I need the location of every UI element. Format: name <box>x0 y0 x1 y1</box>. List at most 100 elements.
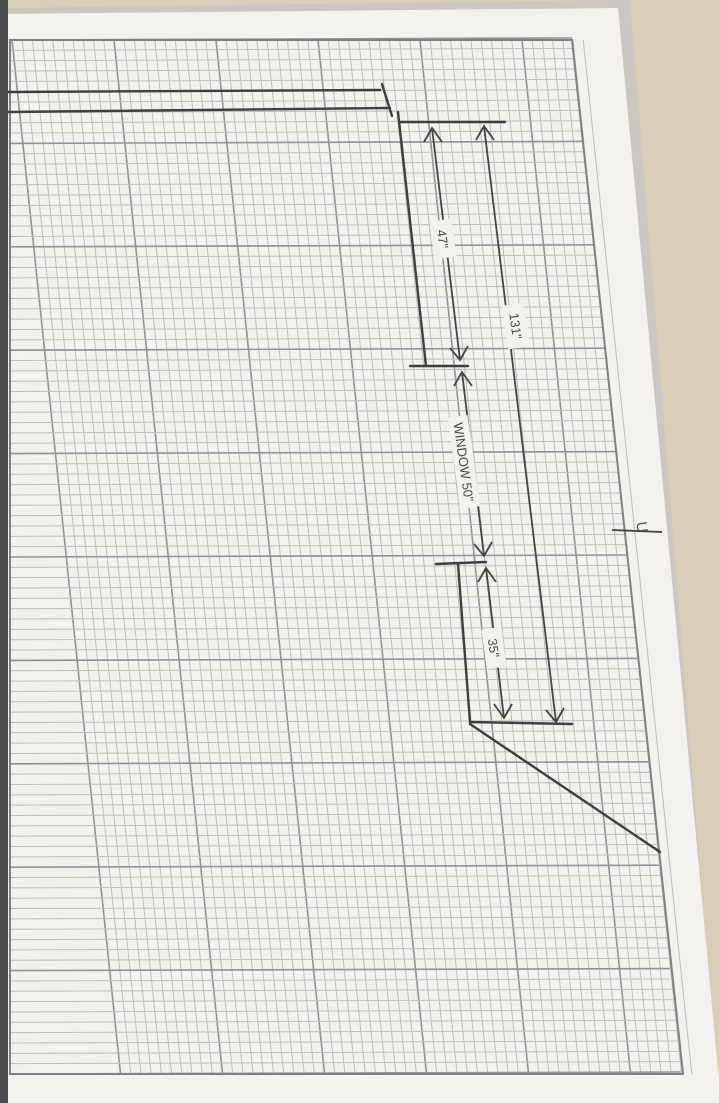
grid-line-minor <box>246 39 356 1075</box>
grid-line-minor <box>9 937 667 941</box>
grid-line-minor <box>562 39 672 1075</box>
grid-line-minor <box>9 544 626 548</box>
grid-line-minor <box>9 823 655 827</box>
wall-right-segment <box>456 562 472 724</box>
grid-line-minor <box>399 39 509 1075</box>
grid-line-minor <box>9 916 665 920</box>
margin-letter: U <box>632 521 650 534</box>
grid-line-minor <box>9 781 651 785</box>
grid-line-minor <box>9 502 621 506</box>
margin-tick <box>611 529 663 533</box>
grid-line-minor <box>9 223 592 227</box>
grid-line-minor <box>9 730 645 734</box>
grid-line-minor <box>9 854 658 858</box>
grid-line-minor <box>9 678 640 682</box>
grid-line-minor <box>450 39 560 1075</box>
wall-top-end <box>380 82 394 118</box>
grid-line-minor <box>9 1040 678 1044</box>
grid-line-minor <box>9 750 647 754</box>
grid-line-minor <box>9 1050 679 1054</box>
grid-line-minor <box>378 39 489 1075</box>
grid-line-minor <box>297 39 407 1075</box>
dim-35-arrow-top <box>477 566 497 583</box>
window-jamb-right <box>434 560 488 566</box>
grid-line-minor <box>9 647 637 651</box>
grid-line-minor <box>9 575 629 579</box>
grid-line-minor <box>9 719 644 723</box>
grid-line-minor <box>9 285 599 289</box>
label-47-bg <box>429 218 457 260</box>
grid-line-major <box>9 554 627 558</box>
grid-line-minor <box>9 802 653 806</box>
grid-line-major <box>9 864 659 869</box>
grid-line-major <box>9 760 649 765</box>
grid-line-minor <box>9 130 582 134</box>
grid-line-minor <box>9 492 620 496</box>
grid-line-minor <box>388 39 499 1075</box>
grid-line-minor <box>9 926 666 930</box>
grid-line-minor <box>9 1009 675 1013</box>
dim-131-arrow-top <box>475 124 495 141</box>
grid-line-major <box>9 450 616 455</box>
grid-line-minor <box>9 606 632 610</box>
grid-line-minor <box>9 337 604 341</box>
label-131-bg <box>502 302 530 350</box>
dim-131-arrow-bottom <box>545 707 565 724</box>
grid-line-minor <box>9 1030 677 1034</box>
grid-line-minor <box>348 39 458 1075</box>
grid-line-minor <box>9 947 668 951</box>
grid-line-minor <box>9 637 635 641</box>
grid-line-major <box>9 967 670 972</box>
dim-label-35: 35" <box>485 638 503 659</box>
floor-plan-lines <box>6 82 662 854</box>
dim-window-arrow-bottom <box>473 541 493 558</box>
grid-line-minor <box>541 39 652 1075</box>
grid-line-minor <box>511 39 621 1075</box>
grid-line-minor <box>409 39 519 1075</box>
dim-35-arrow-bottom <box>493 703 513 720</box>
grid-line-minor <box>9 513 622 517</box>
grid-line-minor <box>9 875 660 879</box>
grid-line-minor <box>582 39 693 1075</box>
grid-line-minor <box>9 813 654 816</box>
dim-47-arrow-bottom <box>449 345 469 362</box>
grid-line-minor <box>9 957 669 961</box>
wall-left-segment <box>396 110 428 368</box>
grid-line-minor <box>490 39 601 1075</box>
grid-line-minor <box>9 461 617 465</box>
grid-line-minor <box>266 39 377 1075</box>
grid-line-minor <box>9 430 614 434</box>
grid-line-minor <box>9 58 575 62</box>
grid-line-minor <box>9 275 597 279</box>
grid-line-major <box>419 39 530 1075</box>
grid-line-minor <box>9 709 643 713</box>
grid-line-minor <box>9 978 671 982</box>
grid-line-minor <box>307 39 417 1075</box>
grid-line-minor <box>9 895 663 899</box>
grid-line-minor <box>9 906 664 910</box>
grid-line-minor <box>9 213 591 217</box>
grid-line-minor <box>9 523 624 527</box>
dim-47-arrow-top <box>423 126 443 143</box>
grid-line-minor <box>429 39 540 1075</box>
grid-line-major <box>9 347 605 352</box>
grid-line-minor <box>9 999 673 1003</box>
grid-line-minor <box>358 39 468 1075</box>
dim-131-line <box>483 125 557 723</box>
grid-line-major <box>9 140 583 145</box>
grid-line-minor <box>235 39 346 1075</box>
grid-line-minor <box>9 988 672 992</box>
grid-line-minor <box>439 39 550 1075</box>
grid-line-minor <box>9 68 576 72</box>
grid-line-minor <box>225 39 336 1075</box>
wall-top-inner <box>6 88 382 94</box>
grid-line-minor <box>9 316 602 320</box>
dim-label-131: 131" <box>506 312 525 341</box>
grid-line-minor <box>9 78 577 82</box>
label-window-bg <box>447 415 481 509</box>
grid-line-minor <box>9 296 600 299</box>
grid-line-minor <box>9 378 608 382</box>
grid-line-minor <box>9 533 625 537</box>
grid-line-minor <box>9 564 628 568</box>
